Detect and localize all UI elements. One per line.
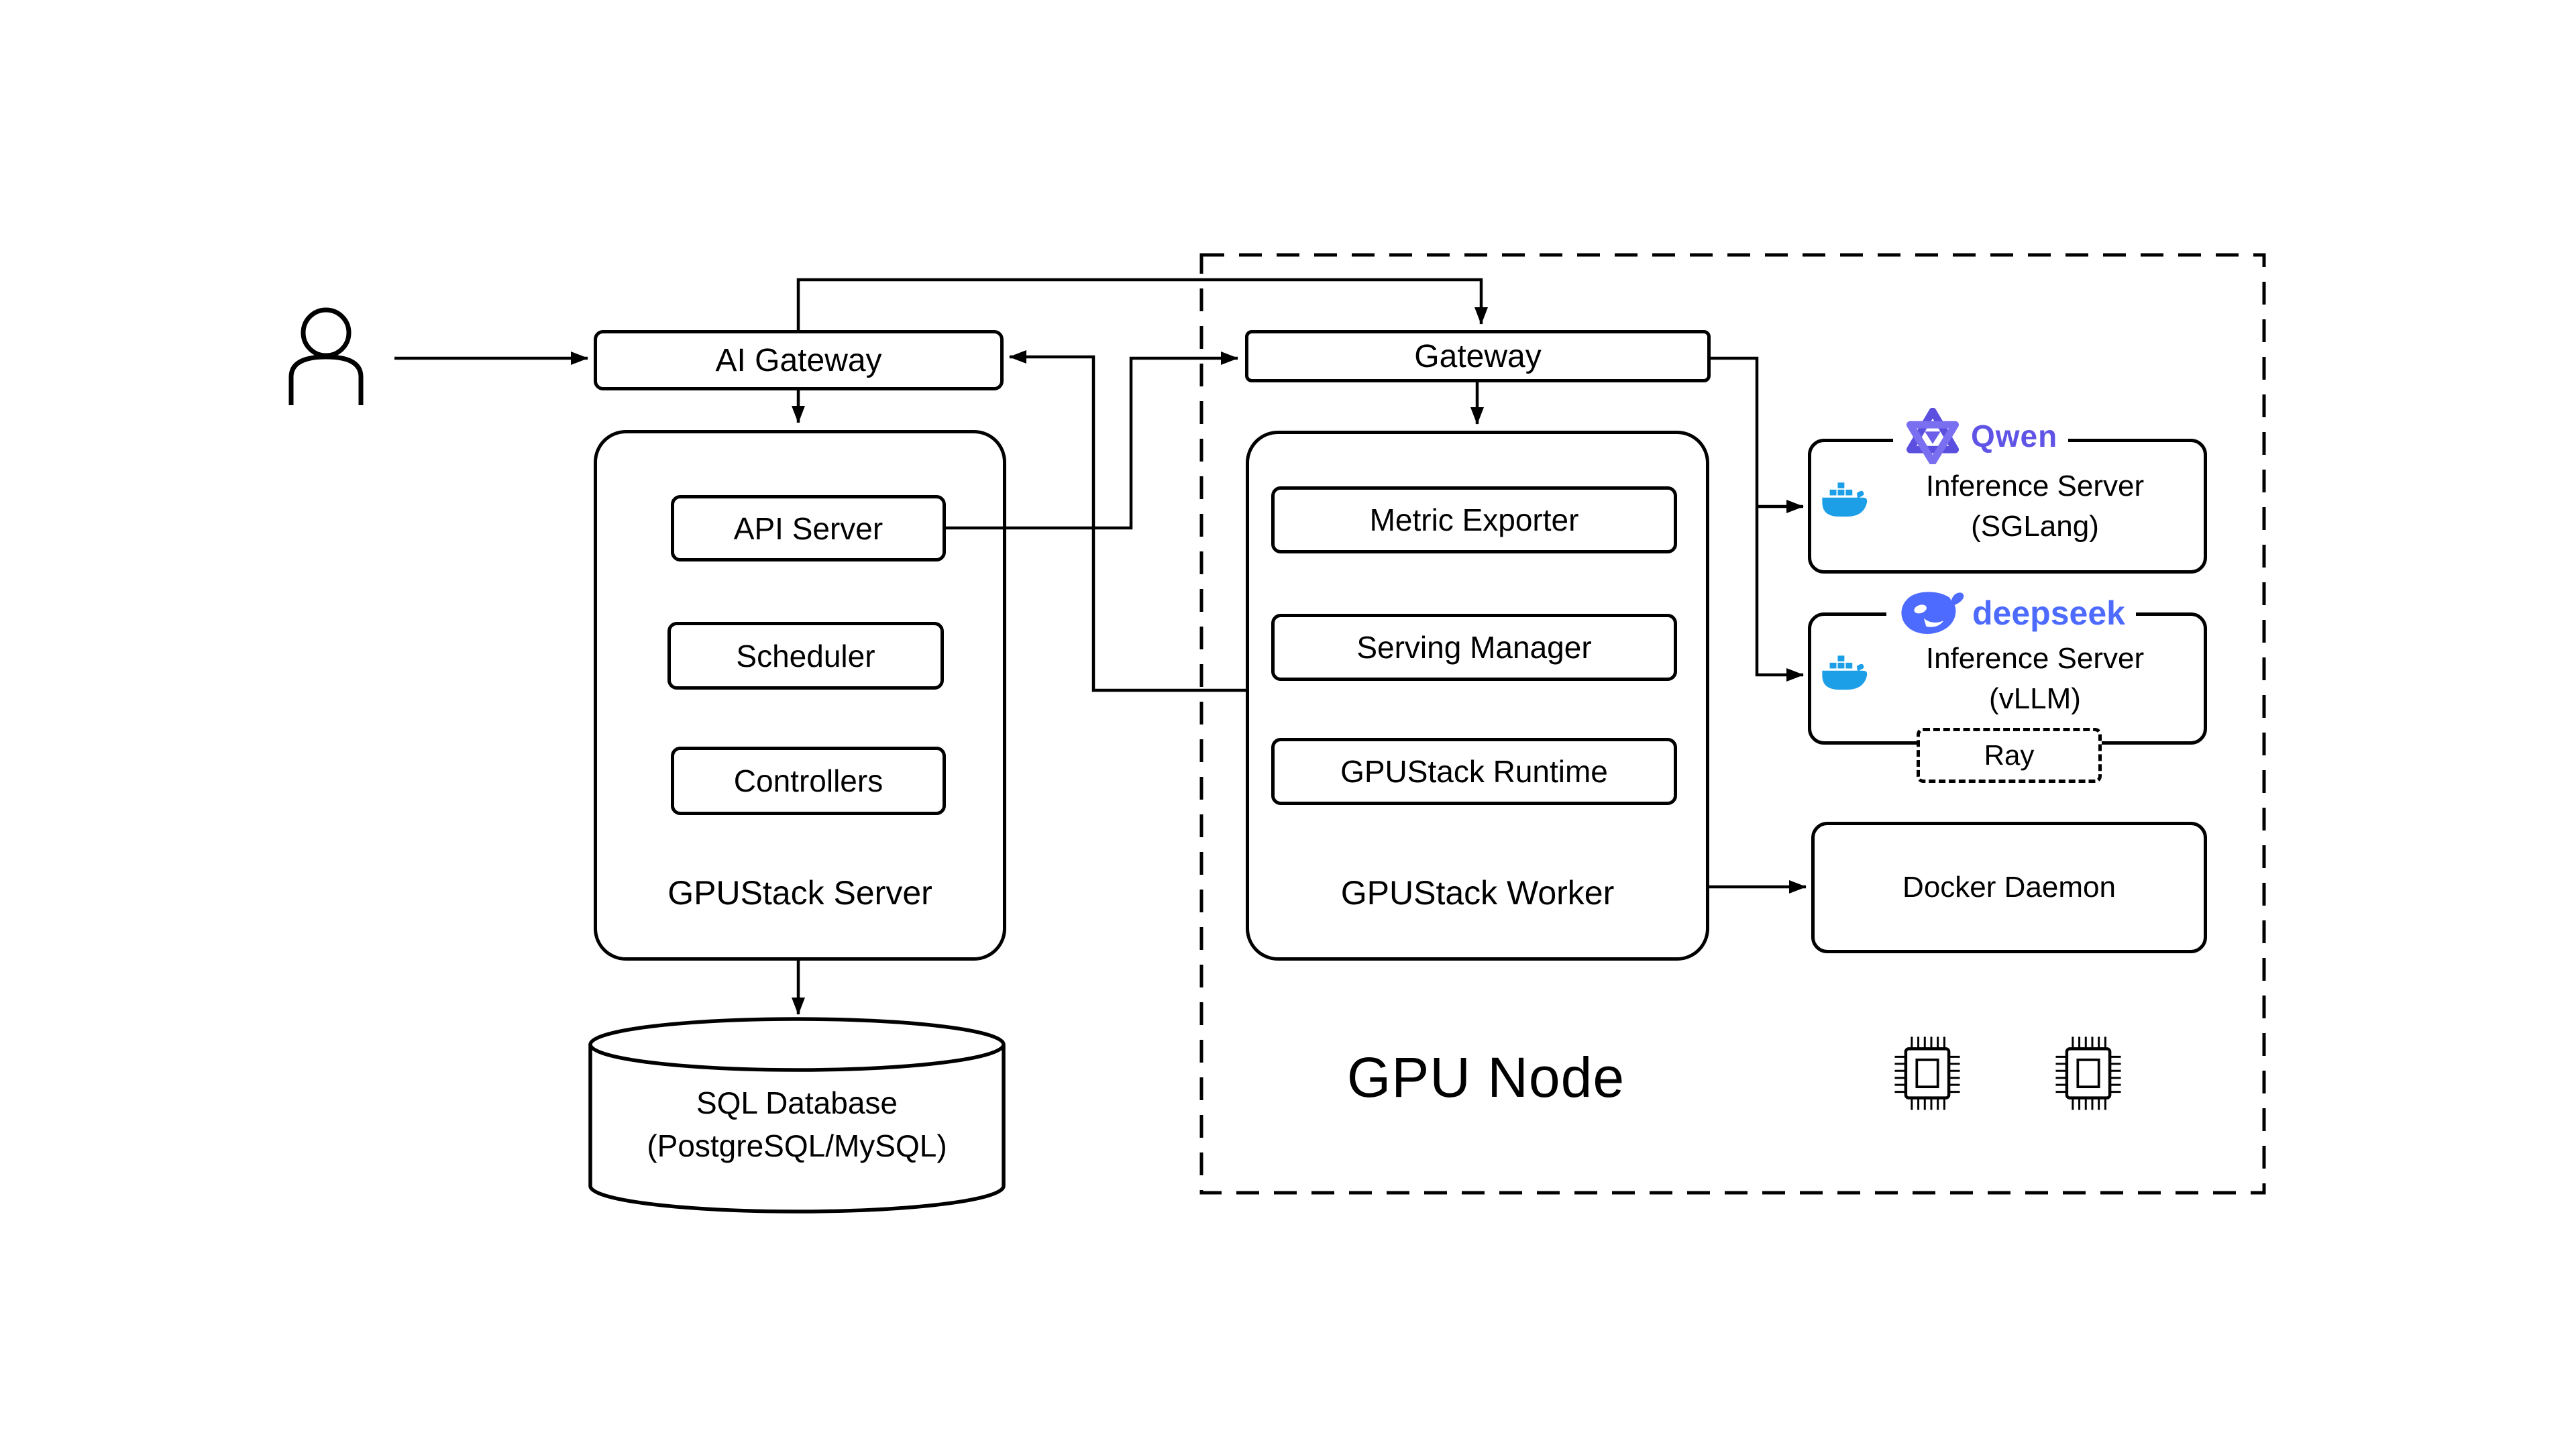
docker-icon-vllm xyxy=(1819,655,1873,702)
scheduler-box: Scheduler xyxy=(667,622,944,690)
controllers-label: Controllers xyxy=(733,763,883,798)
deepseek-logo: deepseek xyxy=(1886,582,2136,644)
docker-daemon-box: Docker Daemon xyxy=(1811,822,2207,953)
gpustack-runtime-box: GPUStack Runtime xyxy=(1271,738,1677,805)
metric-exporter-box: Metric Exporter xyxy=(1271,486,1677,553)
docker-icon-sglang xyxy=(1819,482,1873,529)
inference-vllm-line1: Inference Server xyxy=(1925,641,2145,675)
database-label: SQL Database (PostgreSQL/MySQL) xyxy=(585,1081,1009,1167)
scheduler-label: Scheduler xyxy=(736,638,875,674)
inference-vllm-line2: (vLLM) xyxy=(1989,682,2081,715)
deepseek-logo-text: deepseek xyxy=(1972,594,2125,632)
api-server-label: API Server xyxy=(733,511,883,546)
api-server-box: API Server xyxy=(671,495,946,561)
inference-server-vllm-text: Inference Server (vLLM) xyxy=(1872,616,2198,741)
ai-gateway-box: AI Gateway xyxy=(594,330,1004,390)
gpustack-server-container xyxy=(594,430,1006,961)
gpustack-worker-container xyxy=(1246,431,1709,961)
gateway-box: Gateway xyxy=(1245,330,1711,382)
database-label-line2: (PostgreSQL/MySQL) xyxy=(647,1128,947,1163)
gpustack-worker-title: GPUStack Worker xyxy=(1340,874,1615,912)
gpu-chip-icon-1 xyxy=(1886,1036,1968,1114)
ray-label: Ray xyxy=(1984,739,2035,771)
gpu-node-title: GPU Node xyxy=(1346,1046,1625,1109)
arrow-ai-gateway-to-gateway xyxy=(796,278,1488,332)
docker-daemon-label: Docker Daemon xyxy=(1902,871,2116,904)
serving-manager-label: Serving Manager xyxy=(1356,630,1592,665)
serving-manager-box: Serving Manager xyxy=(1271,614,1677,681)
database-label-line1: SQL Database xyxy=(696,1085,898,1120)
gpustack-server-title: GPUStack Server xyxy=(667,874,932,912)
qwen-logo: Qwen xyxy=(1893,402,2069,470)
metric-exporter-label: Metric Exporter xyxy=(1369,502,1579,537)
ai-gateway-label: AI Gateway xyxy=(715,342,882,378)
inference-server-sglang-text: Inference Server (SGLang) xyxy=(1872,442,2198,570)
person-icon xyxy=(288,307,364,405)
deepseek-icon xyxy=(1901,592,1964,634)
qwen-icon xyxy=(1906,408,1960,464)
arrow-worker-to-ai-gateway xyxy=(1009,350,1247,692)
gpustack-runtime-label: GPUStack Runtime xyxy=(1340,754,1608,789)
gpu-chip-icon-2 xyxy=(2047,1036,2129,1114)
arrow-gateway-to-vllm xyxy=(1711,356,1804,682)
gateway-label: Gateway xyxy=(1414,338,1542,374)
controllers-box: Controllers xyxy=(671,747,946,815)
ray-box: Ray xyxy=(1917,728,2102,783)
qwen-logo-text: Qwen xyxy=(1971,419,2058,453)
inference-sglang-line2: (SGLang) xyxy=(1971,509,2099,543)
inference-sglang-line1: Inference Server xyxy=(1925,469,2145,502)
